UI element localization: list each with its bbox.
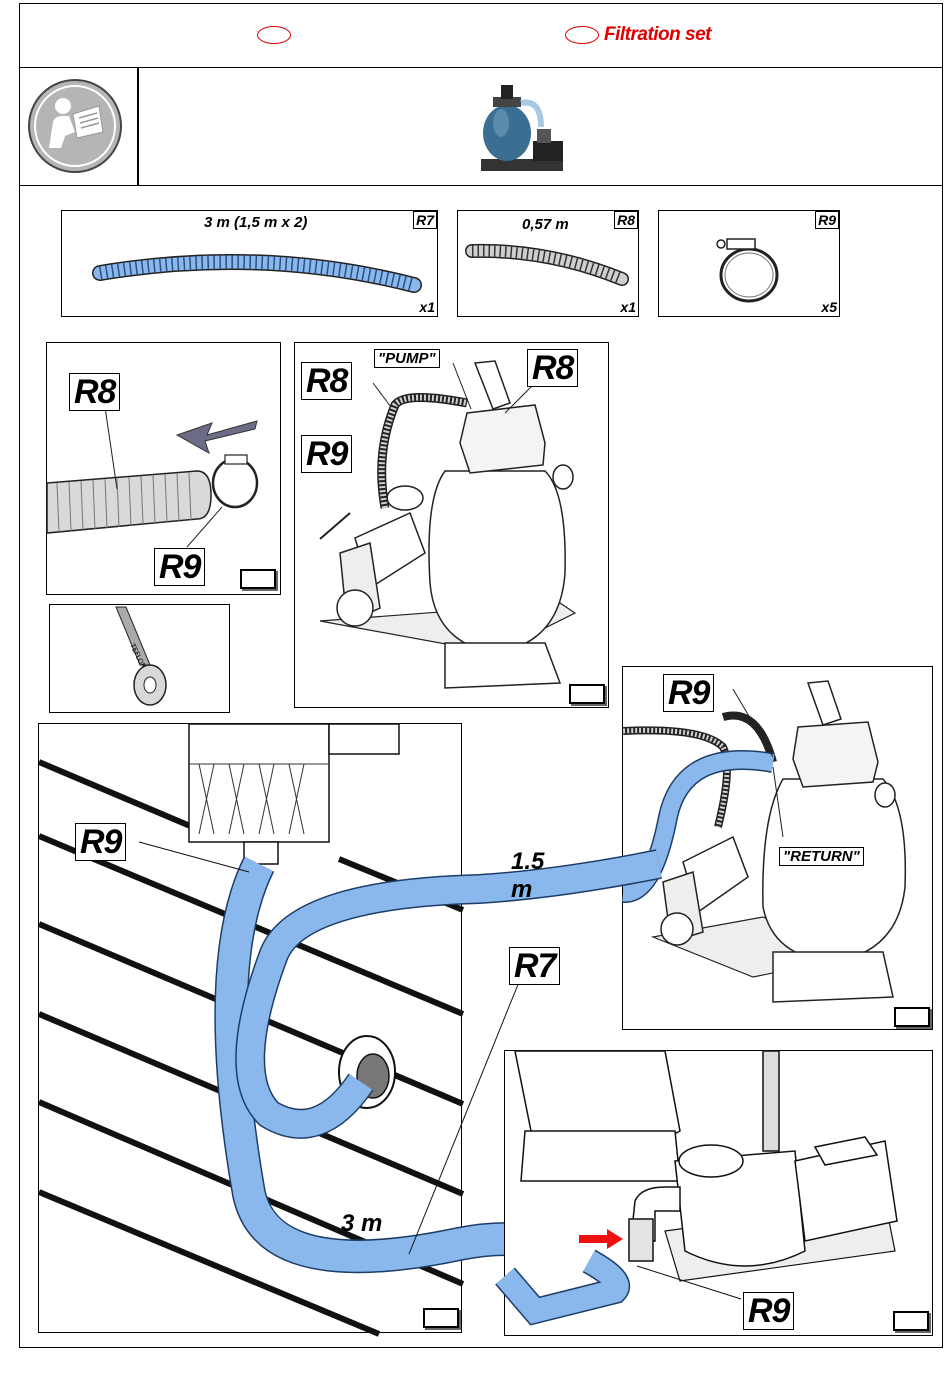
callout-r7: R7 xyxy=(509,947,560,985)
step-number-box xyxy=(894,1007,930,1027)
step3-panel: R9 "RETURN" xyxy=(622,666,933,1030)
divider xyxy=(137,67,139,185)
teflon-tape-illustration: TEFLON xyxy=(50,605,231,714)
step4-panel: R9 1.5 m 3 m xyxy=(38,723,462,1333)
callout-r9: R9 xyxy=(301,435,352,473)
callout-r9: R9 xyxy=(663,674,714,712)
blue-hose-icon xyxy=(62,211,439,318)
part-box-r9: R9 x5 xyxy=(658,210,840,317)
step-number-box xyxy=(893,1311,929,1331)
callout-r8-right: R8 xyxy=(527,349,578,387)
hose-length-long: 3 m xyxy=(341,1210,382,1238)
teflon-tape-panel: TEFLON xyxy=(49,604,230,713)
return-port-label: "RETURN" xyxy=(779,847,864,866)
hose-clamp-icon xyxy=(659,211,841,318)
step1-panel: R8 R9 xyxy=(46,342,281,595)
hose-length-short: 1.5 m xyxy=(511,848,544,904)
callout-r9: R9 xyxy=(743,1292,794,1330)
step-number-box xyxy=(569,684,605,704)
page-title: Filtration set xyxy=(604,24,711,46)
step2-panel: "PUMP" R8 R8 R9 xyxy=(294,342,609,708)
pump-port-label: "PUMP" xyxy=(374,349,440,368)
sand-filter-pump-icon xyxy=(479,75,569,175)
callout-r9: R9 xyxy=(75,823,126,861)
step5-panel: R9 xyxy=(504,1050,933,1336)
callout-r8-left: R8 xyxy=(301,362,352,400)
step-number-box xyxy=(423,1308,459,1328)
empty-oval-marker xyxy=(257,26,291,44)
callout-r9: R9 xyxy=(154,548,205,586)
part-box-r7: 3 m (1,5 m x 2) R7 x1 xyxy=(61,210,438,317)
pump-inlet-illustration xyxy=(505,1051,934,1337)
grey-hose-icon xyxy=(458,211,640,318)
step-number-box xyxy=(240,569,276,589)
title-oval-marker xyxy=(565,26,599,44)
intro-row xyxy=(19,67,943,186)
part-box-r8: 0,57 m R8 x1 xyxy=(457,210,639,317)
callout-r8: R8 xyxy=(69,373,120,411)
read-manual-icon xyxy=(25,76,125,176)
pool-wall-illustration xyxy=(39,724,463,1334)
header: Filtration set xyxy=(19,3,943,68)
